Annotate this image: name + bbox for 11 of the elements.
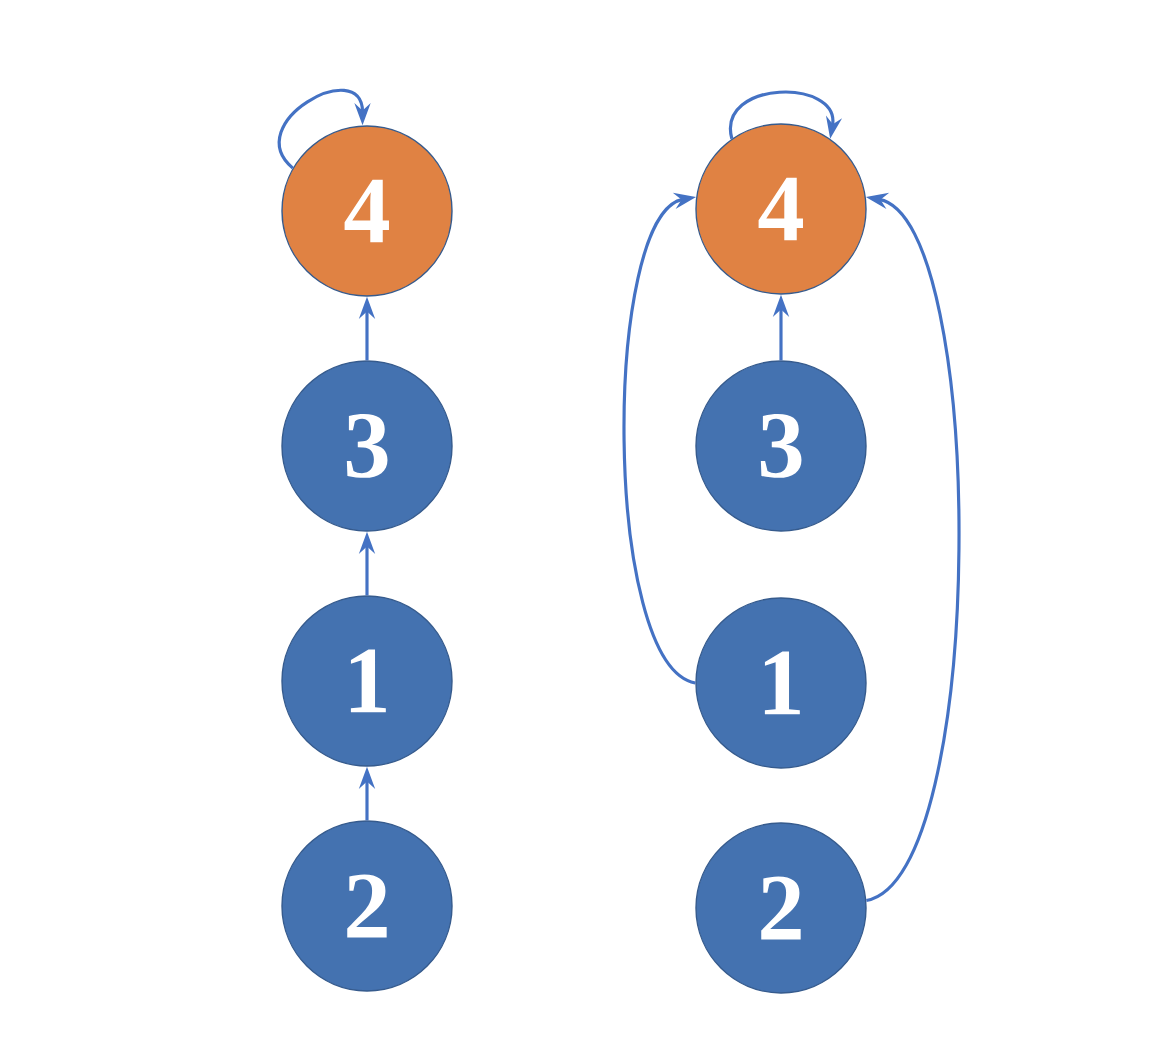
arrow [277, 88, 371, 170]
circle-node: 3 [281, 360, 453, 532]
circle-node: 1 [695, 597, 867, 769]
circle-node: 4 [695, 123, 867, 295]
circle-node: 1 [281, 595, 453, 767]
circle-node: 2 [281, 820, 453, 992]
circle-node: 3 [695, 360, 867, 532]
arrow [729, 90, 843, 139]
circle-node: 4 [281, 125, 453, 297]
circle-node: 2 [695, 822, 867, 994]
arrow [622, 192, 697, 685]
